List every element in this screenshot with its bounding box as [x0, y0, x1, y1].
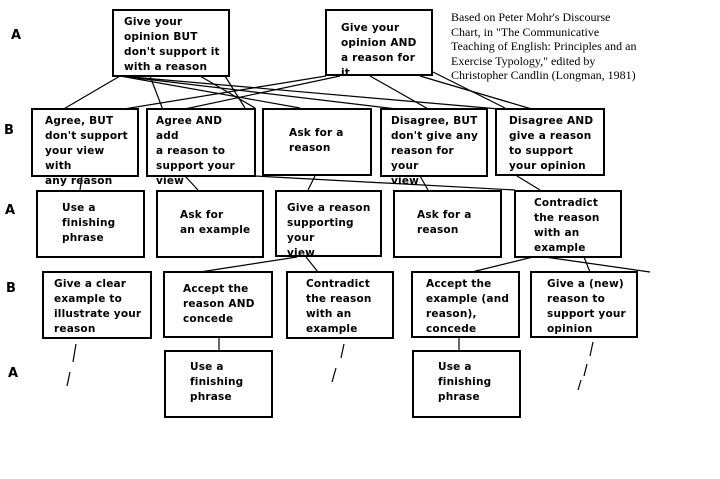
box-accept-example-concede: Accept the example (and reason), concede — [411, 271, 520, 338]
box-disagree-without-reason: Disagree, BUT don't give any reason for … — [380, 108, 488, 187]
row-label-a: A — [8, 366, 19, 381]
connector — [419, 75, 536, 111]
box-ask-for-reason: Ask for a reason — [262, 108, 372, 176]
row-label-a: A — [5, 203, 16, 218]
box-opinion-with-reason: Give your opinion AND a reason for it — [325, 9, 433, 79]
continuation-dash — [331, 367, 337, 383]
connector — [254, 175, 516, 191]
connector — [516, 175, 541, 191]
box-opinion-without-reason: Give your opinion BUT don't support it w… — [112, 9, 230, 77]
connector — [61, 75, 121, 111]
continuation-dash — [72, 343, 77, 363]
box-ask-for-reason: Ask for a reason — [393, 190, 502, 258]
row-label-a: A — [11, 28, 22, 43]
connector — [471, 256, 534, 273]
connector — [149, 75, 164, 111]
continuation-dash — [583, 363, 588, 377]
connector — [179, 75, 341, 111]
connector — [419, 175, 429, 191]
box-use-finishing-phrase: Use a finishing phrase — [36, 190, 145, 258]
box-ask-for-example: Ask for an example — [156, 190, 264, 258]
row-label-b: B — [6, 281, 16, 296]
box-use-finishing-phrase: Use a finishing phrase — [412, 350, 521, 418]
connector — [199, 256, 298, 273]
connector — [119, 75, 511, 111]
connector — [305, 256, 319, 273]
box-contradict-with-example: Contradict the reason with an example — [286, 271, 394, 339]
connector — [79, 175, 83, 191]
row-label-b: B — [4, 123, 14, 138]
connector — [544, 256, 651, 273]
continuation-dash — [589, 341, 594, 357]
connector — [119, 75, 301, 109]
connector — [583, 256, 591, 273]
box-use-finishing-phrase: Use a finishing phrase — [164, 350, 273, 418]
box-give-new-reason: Give a (new) reason to support your opin… — [530, 271, 638, 338]
box-agree-with-reason: Agree AND add a reason to support your v… — [146, 108, 256, 187]
continuation-dash — [340, 343, 345, 359]
connector — [117, 75, 327, 111]
box-disagree-with-reason: Disagree AND give a reason to support yo… — [495, 108, 605, 176]
connector — [184, 175, 199, 191]
box-give-clear-example: Give a clear example to illustrate your … — [42, 271, 152, 339]
continuation-dash — [66, 371, 71, 387]
box-contradict-with-example: Contradict the reason with an example — [514, 190, 622, 258]
connector — [369, 75, 431, 111]
source-note: Based on Peter Mohr's Discourse Chart, i… — [451, 10, 637, 82]
connector — [224, 75, 246, 109]
box-give-supporting-reason: Give a reason supporting your view — [275, 190, 382, 259]
continuation-dash — [577, 379, 582, 391]
connector — [432, 71, 506, 109]
box-agree-without-reason: Agree, BUT don't support your view with … — [31, 108, 139, 187]
connector — [307, 175, 316, 191]
box-accept-and-concede: Accept the reason AND concede — [163, 271, 273, 338]
